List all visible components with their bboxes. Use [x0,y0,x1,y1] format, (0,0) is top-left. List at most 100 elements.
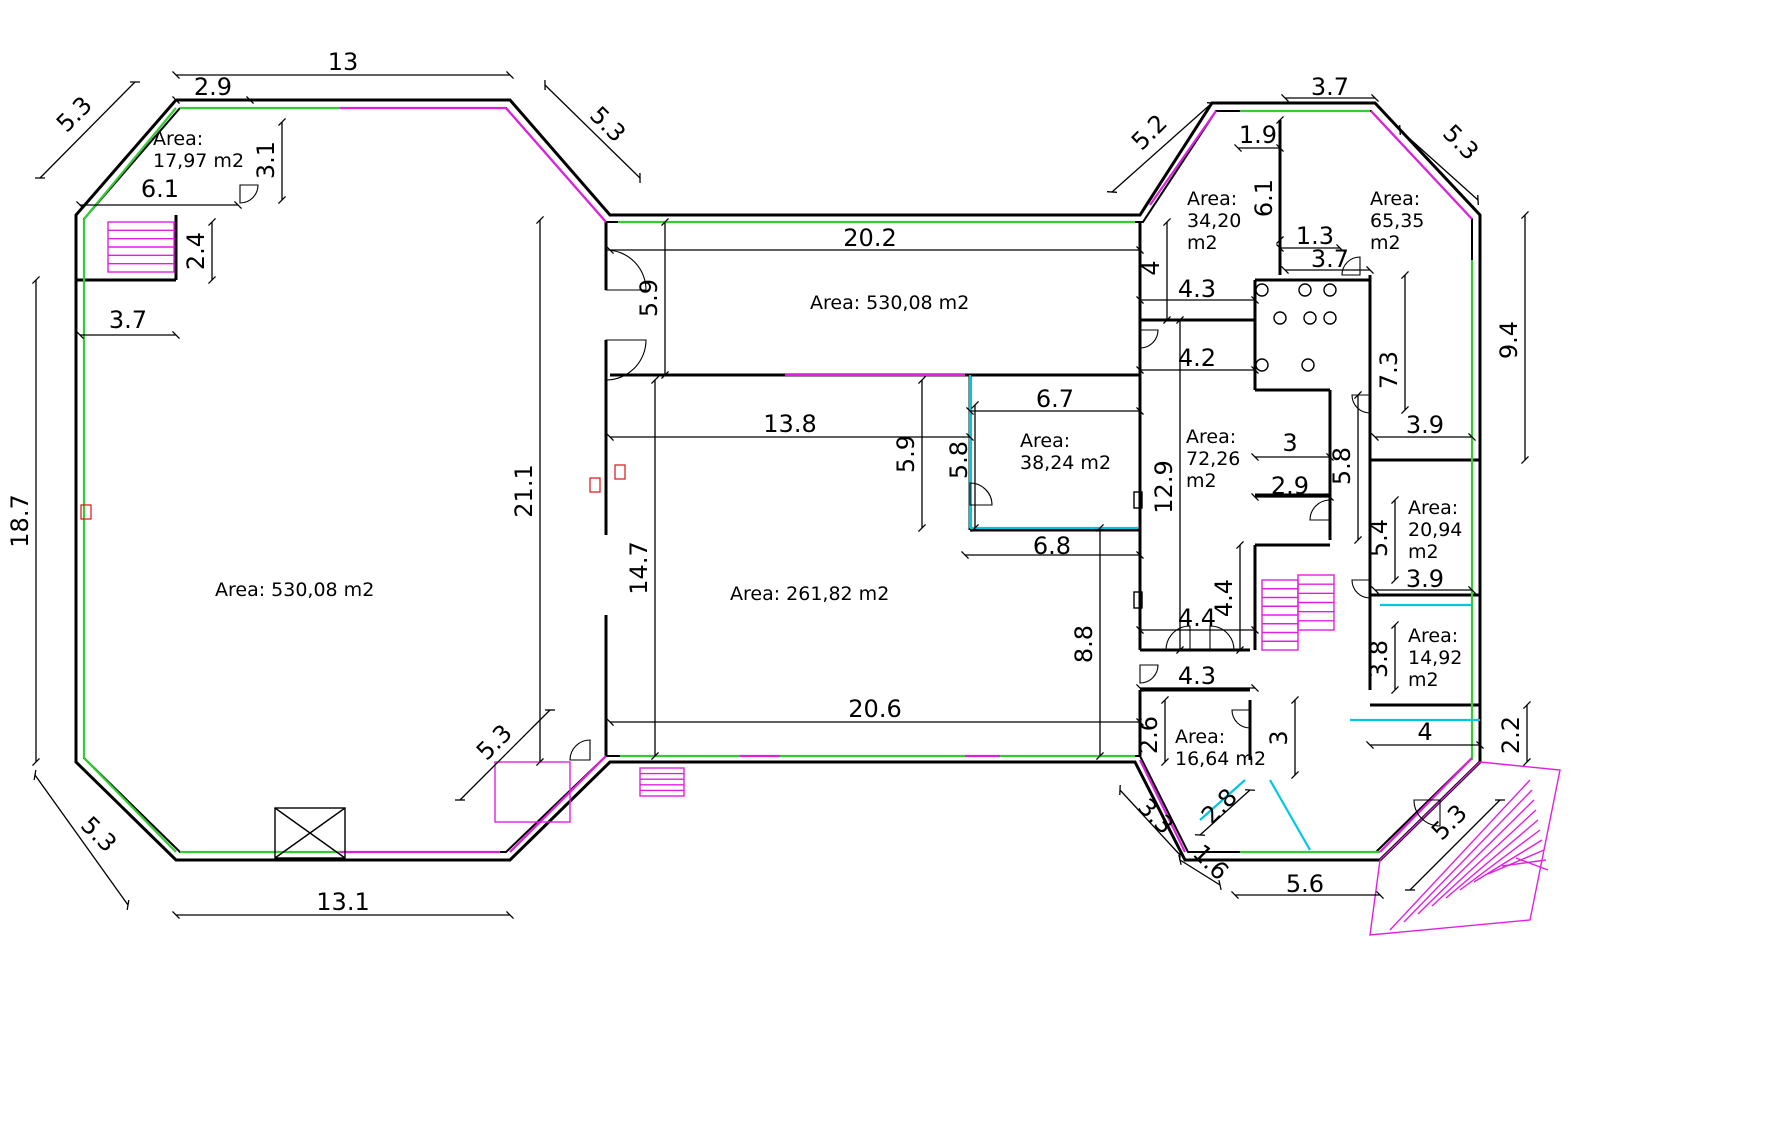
room-area-line: m2 [1370,232,1401,254]
room-area-line: 72,26 [1186,448,1240,470]
room-area-label: Area:17,97 m2 [153,128,244,172]
terrace-hatch [1459,829,1541,891]
glass-partition [1199,779,1246,821]
room-area-line: 16,64 m2 [1175,748,1266,770]
dimension-tick [606,433,614,441]
door-swing [1165,625,1191,651]
dimension-tick [1236,541,1244,549]
room-area-label: Area: 530,08 m2 [810,292,969,314]
room-area-line: Area: [1187,188,1237,210]
dimension-label: 6.7 [1036,385,1074,413]
wc-fixture [1323,311,1337,325]
dimension-label: 5.6 [1286,870,1324,898]
dimension-label: 2.2 [1497,716,1525,754]
dimension-tick [1136,366,1144,374]
dimension-tick [1178,854,1182,866]
fire-marker [589,477,601,493]
lift-box [494,761,571,823]
dimension-tick [1136,684,1144,692]
dimension-tick [1391,686,1399,694]
fire-marker [80,504,92,520]
window-strip [505,107,607,223]
door-swing [1351,579,1371,599]
dimension-label: 3.9 [1406,411,1444,439]
room-area-line: 38,24 m2 [1020,452,1111,474]
dimension-label: 5.4 [1365,519,1393,557]
stair-bottom [639,767,685,797]
dimension-tick [606,246,614,254]
wc-fixture [1303,311,1317,325]
dimension-label: 6.1 [1250,179,1278,217]
dimension-tick [1354,536,1362,544]
dimension-tick [1136,626,1144,634]
dimension-tick [1176,646,1184,654]
terrace-hatch [1431,809,1537,907]
room-area-line: 65,35 [1370,210,1424,232]
dimension-tick [961,551,969,559]
dimension-label: 4.2 [1178,344,1216,372]
dimension-tick [918,524,926,532]
dimension-tick [1176,316,1184,324]
door-swing [1413,799,1441,827]
dimension-label: 13 [328,48,359,76]
dimension-tick [1391,576,1399,584]
dimension-label: 5.3 [584,101,631,148]
dimension-label: 3.7 [1311,73,1349,101]
dimension-tick [172,331,180,339]
dimension-tick [1281,266,1289,274]
dimension-tick [1251,684,1259,692]
dimension-tick [1234,144,1242,152]
dimension-label: 2.8 [1196,783,1243,830]
room-area-line: 34,20 [1187,210,1241,232]
dimension-tick [1136,407,1144,415]
terrace-hatch [1515,857,1549,871]
dimension-label: 5.3 [51,91,98,138]
dimension-tick [1194,834,1206,836]
dimension-tick [651,376,659,384]
terrace-hatch [1487,849,1545,875]
dimension-tick [1399,124,1401,136]
dimension-label: 3.9 [1406,565,1444,593]
dimension-tick [1326,453,1334,461]
window-strip [83,757,177,853]
dimension-label: 4.3 [1178,275,1216,303]
door-swing [605,339,647,381]
door-swing [1341,256,1361,276]
door-swing [1231,709,1251,729]
door-swing [1139,329,1159,349]
room-area-label: Area: 530,08 m2 [215,579,374,601]
dimension-tick [1523,701,1531,709]
glass-partition [1269,779,1311,851]
dimension-label: 13.8 [763,410,816,438]
door-swing [569,739,591,761]
dimension-tick [651,752,659,760]
room-area-line: m2 [1186,470,1217,492]
dimension-tick [1521,456,1529,464]
dimension-label: 5.9 [635,279,663,317]
dimension-label: 5.3 [75,811,122,858]
dimension-tick [1251,296,1259,304]
dimension-line [1111,102,1213,193]
dimension-label: 13.1 [316,888,369,916]
room-area-label: Area: 261,82 m2 [730,583,889,605]
dimension-label: 3 [1282,429,1297,457]
dimension-label: 4.4 [1178,604,1216,632]
dimension-label: 5.3 [1426,799,1473,846]
dimension-tick [1523,758,1531,766]
terrace-hatch [1403,789,1533,923]
dimension-tick [32,758,40,766]
dimension-tick [1468,433,1476,441]
dimension-label: 3.8 [1365,640,1393,678]
dimension-tick [1291,696,1299,704]
dimension-tick [1251,366,1259,374]
dimension-line [39,81,136,179]
dimension-tick [278,196,286,204]
dimension-tick [172,911,180,919]
dimension-tick [1136,551,1144,559]
room-area-line: 14,92 [1408,647,1462,669]
dimension-tick [918,376,926,384]
dimension-tick [1401,406,1409,414]
dimension-label: 5.3 [1437,119,1484,166]
